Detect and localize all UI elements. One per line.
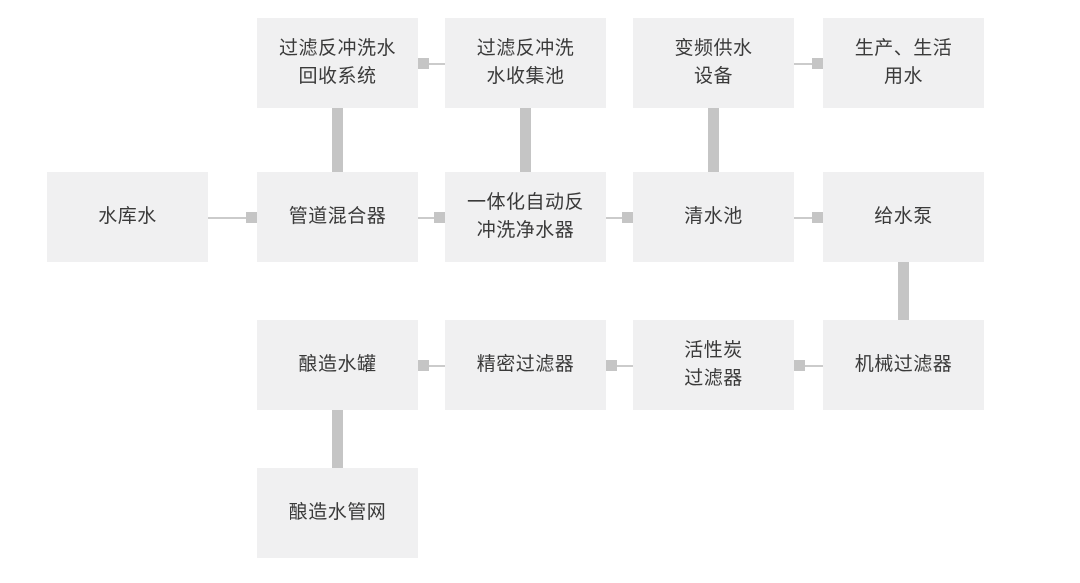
node-brewing-tank-label: 酿造水罐 [298,354,377,375]
node-carbon-filter: 活性炭 过滤器 [633,320,794,410]
node-clear-water-pool: 清水池 [633,172,794,262]
node-precision-filter-label: 精密过滤器 [476,354,575,375]
node-pipe-mixer: 管道混合器 [257,172,418,262]
connector-line [794,62,812,65]
node-recovery-system: 过滤反冲洗水 回收系统 [257,18,418,108]
connector-line [429,62,445,65]
edge-recovery-system-to-pipe-mixer [332,108,343,172]
node-vfd-supply: 变频供水 设备 [633,18,794,108]
square-arrowhead-icon [246,212,257,223]
node-prod-domestic-water: 生产、生活 用水 [823,18,984,108]
square-arrowhead-icon [622,212,633,223]
connector-line [418,216,434,219]
edge-brewing-tank-to-brewing-pipe-network [332,410,343,468]
node-precision-filter: 精密过滤器 [445,320,606,410]
connector-line [805,364,823,367]
node-recovery-system-label: 过滤反冲洗水 回收系统 [278,38,396,87]
square-arrowhead-icon [418,58,429,69]
node-pipe-mixer-label: 管道混合器 [288,206,387,227]
edge-pipe-mixer-to-integrated-purifier [418,212,445,223]
node-feed-pump-label: 给水泵 [874,206,933,227]
node-integrated-purifier: 一体化自动反 冲洗净水器 [445,172,606,262]
connector-line [208,216,246,219]
edge-carbon-filter-to-precision-filter [606,360,633,371]
edge-reservoir-water-to-pipe-mixer [208,212,257,223]
square-arrowhead-icon [812,58,823,69]
connector-line [429,364,445,367]
node-brewing-pipe-network: 酿造水管网 [257,468,418,558]
square-arrowhead-icon [794,360,805,371]
node-prod-domestic-water-label: 生产、生活 用水 [854,38,953,87]
connector-line [794,216,812,219]
edge-feed-pump-to-mechanical-filter [898,262,909,320]
edge-vfd-supply-to-prod-domestic-water [794,58,823,69]
edge-collection-pool-to-recovery-system [418,58,445,69]
node-clear-water-pool-label: 清水池 [684,206,743,227]
square-arrowhead-icon [434,212,445,223]
node-collection-pool-label: 过滤反冲洗 水收集池 [476,38,575,87]
edge-collection-pool-to-integrated-purifier [520,108,531,172]
square-arrowhead-icon [812,212,823,223]
node-reservoir-water: 水库水 [47,172,208,262]
node-mechanical-filter: 机械过滤器 [823,320,984,410]
node-collection-pool: 过滤反冲洗 水收集池 [445,18,606,108]
node-brewing-pipe-network-label: 酿造水管网 [288,502,387,523]
square-arrowhead-icon [606,360,617,371]
edge-precision-filter-to-brewing-tank [418,360,445,371]
node-vfd-supply-label: 变频供水 设备 [674,38,753,87]
edge-clear-water-pool-to-feed-pump [794,212,823,223]
edge-mechanical-filter-to-carbon-filter [794,360,823,371]
node-integrated-purifier-label: 一体化自动反 冲洗净水器 [466,192,584,241]
node-reservoir-water-label: 水库水 [98,206,157,227]
edge-vfd-supply-to-clear-water-pool [708,108,719,172]
square-arrowhead-icon [418,360,429,371]
connector-line [606,216,622,219]
node-mechanical-filter-label: 机械过滤器 [854,354,953,375]
node-brewing-tank: 酿造水罐 [257,320,418,410]
edge-integrated-purifier-to-clear-water-pool [606,212,633,223]
connector-line [617,364,633,367]
node-carbon-filter-label: 活性炭 过滤器 [684,340,743,389]
node-feed-pump: 给水泵 [823,172,984,262]
